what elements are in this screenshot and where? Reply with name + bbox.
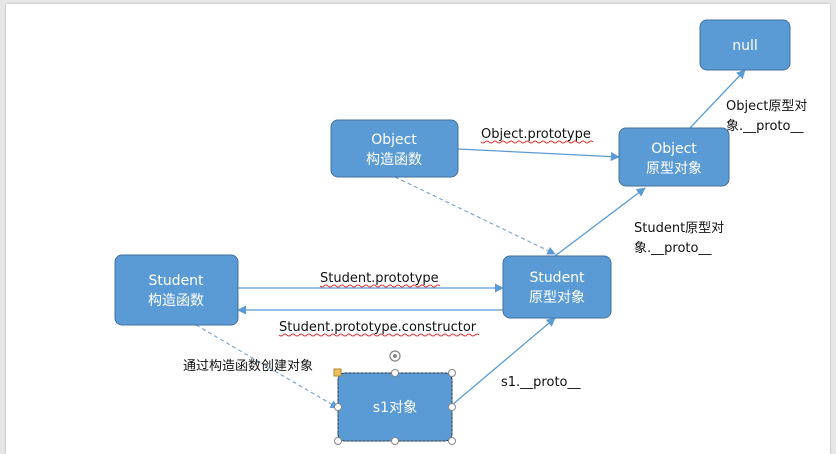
- label-object-proto-line1: Object原型对: [726, 99, 807, 114]
- node-object-constructor-line1: Object: [371, 132, 417, 148]
- label-s1-proto: s1.__proto__: [501, 375, 581, 390]
- arrow-student-prototype-to-object-prototype: [554, 187, 646, 257]
- node-object-constructor[interactable]: Object 构造函数: [330, 119, 459, 178]
- node-s1-object-label: s1对象: [373, 400, 417, 416]
- node-null-label: null: [732, 38, 758, 54]
- arrow-object-prototype-to-null: [689, 69, 746, 129]
- label-student-constructor: Student.prototype.constructor: [279, 320, 477, 335]
- node-object-prototype[interactable]: Object 原型对象: [618, 127, 730, 187]
- node-student-constructor-line1: Student: [148, 273, 204, 289]
- dashed-object-constructor-to-student-prototype: [394, 176, 556, 255]
- node-student-prototype-line1: Student: [529, 270, 585, 286]
- node-student-prototype[interactable]: Student 原型对象: [502, 255, 612, 319]
- rotate-handle[interactable]: [389, 350, 401, 362]
- resize-handles[interactable]: [333, 368, 456, 445]
- label-create-via-constructor: 通过构造函数创建对象: [183, 359, 313, 374]
- node-student-constructor-line2: 构造函数: [148, 293, 204, 309]
- label-student-proto-line2: 象.__proto__: [634, 241, 712, 256]
- label-student-proto-line1: Student原型对: [634, 221, 724, 236]
- node-student-prototype-line2: 原型对象: [529, 290, 585, 306]
- label-student-prototype: Student.prototype: [320, 271, 439, 286]
- arrow-s1-object-to-student-prototype: [451, 317, 556, 406]
- label-object-proto-line2: 象.__proto__: [726, 119, 804, 134]
- node-null[interactable]: null: [699, 19, 791, 71]
- label-object-prototype: Object.prototype: [481, 127, 591, 142]
- node-object-prototype-line2: 原型对象: [646, 161, 702, 177]
- node-s1-object[interactable]: s1对象: [333, 350, 456, 445]
- node-object-prototype-line1: Object: [651, 141, 697, 157]
- node-student-constructor[interactable]: Student 构造函数: [114, 254, 239, 326]
- arrow-object-constructor-to-object-prototype: [457, 148, 620, 162]
- node-object-constructor-line2: 构造函数: [366, 152, 422, 168]
